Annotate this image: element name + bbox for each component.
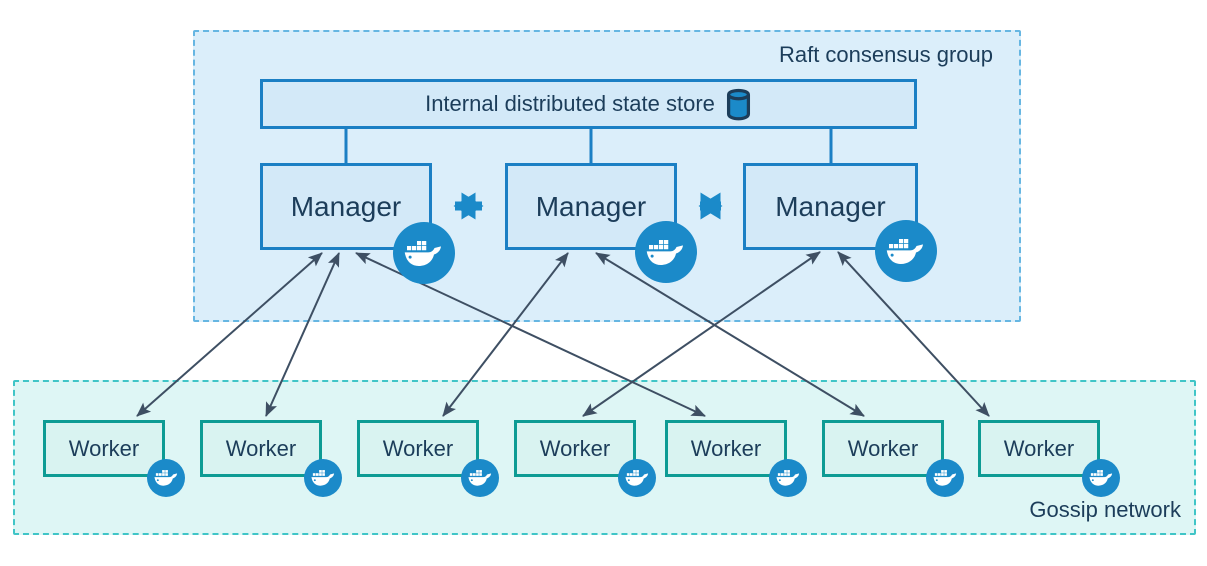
docker-whale-icon <box>886 238 923 264</box>
docker-whale-icon <box>467 470 491 486</box>
database-cylinder-icon <box>726 88 750 120</box>
worker-node-5: Worker <box>665 420 787 477</box>
docker-whale-icon <box>310 470 334 486</box>
docker-badge-worker-2 <box>304 459 342 497</box>
worker-5-label: Worker <box>690 435 762 461</box>
worker-node-6: Worker <box>822 420 944 477</box>
worker-node-1: Worker <box>43 420 165 477</box>
worker-6-label: Worker <box>847 435 919 461</box>
worker-7-label: Worker <box>1003 435 1075 461</box>
docker-badge-worker-5 <box>769 459 807 497</box>
docker-whale-icon <box>624 470 648 486</box>
manager-3-label: Manager <box>775 190 886 222</box>
docker-badge-worker-6 <box>926 459 964 497</box>
worker-node-3: Worker <box>357 420 479 477</box>
manager-1-label: Manager <box>290 190 402 222</box>
manager-2-label: Manager <box>535 190 647 222</box>
gossip-network-label: Gossip network <box>1029 497 1181 522</box>
docker-badge-manager-3 <box>875 220 937 282</box>
worker-node-2: Worker <box>200 420 322 477</box>
docker-whale-icon <box>153 470 177 486</box>
docker-badge-worker-4 <box>618 459 656 497</box>
raft-consensus-group-label: Raft consensus group <box>778 42 993 67</box>
worker-1-label: Worker <box>68 435 140 461</box>
docker-whale-icon <box>1088 470 1112 486</box>
worker-3-label: Worker <box>382 435 454 461</box>
worker-node-7: Worker <box>978 420 1100 477</box>
docker-badge-worker-3 <box>461 459 499 497</box>
docker-badge-worker-1 <box>147 459 185 497</box>
worker-node-4: Worker <box>514 420 636 477</box>
worker-4-label: Worker <box>539 435 611 461</box>
docker-badge-manager-2 <box>635 221 697 283</box>
docker-whale-icon <box>932 470 956 486</box>
docker-whale-icon <box>404 240 441 266</box>
docker-badge-manager-1 <box>393 222 455 284</box>
worker-2-label: Worker <box>225 435 297 461</box>
state-store-label: Internal distributed state store <box>425 91 715 116</box>
state-store-node: Internal distributed state store <box>260 79 917 129</box>
docker-badge-worker-7 <box>1082 459 1120 497</box>
docker-whale-icon <box>646 239 683 265</box>
docker-whale-icon <box>775 470 799 486</box>
